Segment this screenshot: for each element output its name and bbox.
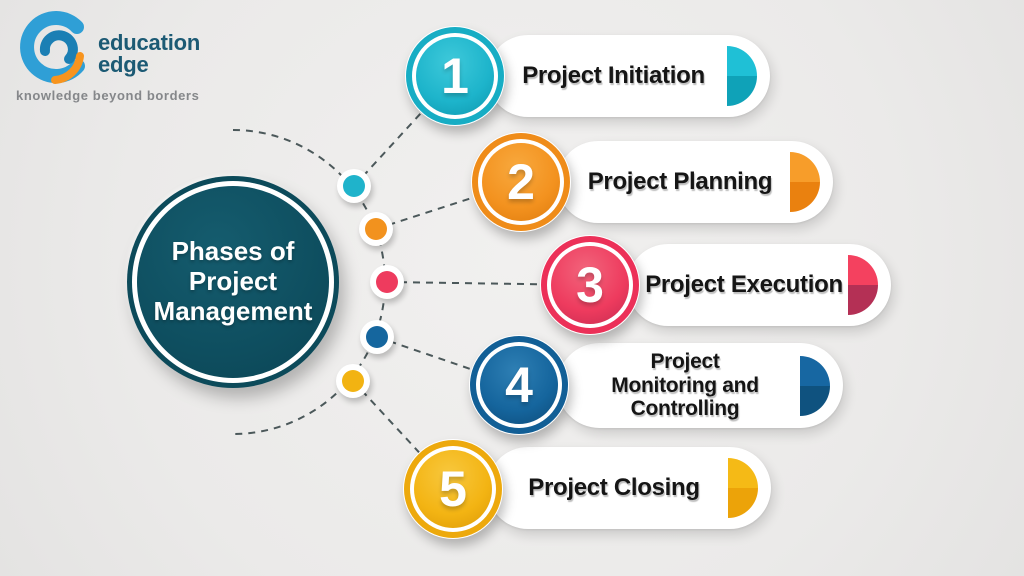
hub-title-line: Project <box>188 266 278 297</box>
phase-number-circle-3: 3 <box>540 235 640 335</box>
phase-accent-half-circle-5 <box>728 458 758 518</box>
number-circle-core: 3 <box>551 246 629 324</box>
logo-wordmark: education edge <box>98 30 201 78</box>
phase-pill-1: Project Initiation <box>487 35 770 117</box>
connector-dot-5 <box>336 364 370 398</box>
number-circle-core: 1 <box>416 37 494 115</box>
number-circle-core: 4 <box>480 346 558 424</box>
phase-label-4-line-1: Project <box>650 350 720 374</box>
dot-core <box>343 175 365 197</box>
connector-dot-1 <box>337 169 371 203</box>
phase-pill-5: Project Closing <box>487 447 771 529</box>
education-edge-swirl-icon <box>20 11 85 84</box>
number-circle-core: 5 <box>414 450 492 528</box>
dot-core <box>366 326 388 348</box>
phase-number-4: 4 <box>505 357 533 413</box>
phase-pill-2: Project Planning <box>557 141 833 223</box>
logo-word-edge: edge <box>98 52 149 78</box>
dot-core <box>365 218 387 240</box>
phase-number-circle-1: 1 <box>405 26 505 126</box>
hub-core: Phases of Project Management <box>137 186 329 378</box>
phase-number-5: 5 <box>439 461 467 517</box>
hub-title-line: Management <box>153 295 313 326</box>
phase-number-1: 1 <box>441 48 469 104</box>
phase-accent-half-circle-2 <box>790 152 820 212</box>
hub-title-line: Phases of <box>171 236 295 267</box>
phase-label-2: Project Planning <box>587 167 773 195</box>
phase-pill-4: Project Monitoring and Controlling <box>557 343 843 428</box>
connector-dot-2 <box>359 212 393 246</box>
phase-label-4-line-2: Monitoring and <box>611 373 759 397</box>
phase-accent-half-circle-4 <box>800 355 830 416</box>
central-hub-circle: Phases of Project Management <box>127 176 339 388</box>
phase-label-4: Project Monitoring and Controlling <box>611 350 759 421</box>
phase-number-2: 2 <box>507 154 535 210</box>
number-circle-core: 2 <box>482 143 560 221</box>
phase-number-circle-5: 5 <box>403 439 503 539</box>
phase-label-4-line-3: Controlling <box>630 397 740 421</box>
dot-core <box>376 271 398 293</box>
connector-dot-4 <box>360 320 394 354</box>
phase-number-3: 3 <box>576 257 604 313</box>
phase-label-3: Project Execution <box>645 270 843 298</box>
connector-dot-3 <box>370 265 404 299</box>
phase-label-5: Project Closing <box>528 473 700 501</box>
education-edge-logo: education edge knowledge beyond borders <box>12 6 252 106</box>
logo-word-education: education <box>98 30 201 55</box>
phase-pill-3: Project Execution <box>627 244 891 326</box>
phase-number-circle-2: 2 <box>471 132 571 232</box>
phase-label-1: Project Initiation <box>522 61 705 89</box>
logo-tagline: knowledge beyond borders <box>16 88 200 103</box>
phase-accent-half-circle-1 <box>727 46 757 106</box>
phase-number-circle-4: 4 <box>469 335 569 435</box>
dot-core <box>342 370 364 392</box>
phase-accent-half-circle-3 <box>848 255 878 315</box>
